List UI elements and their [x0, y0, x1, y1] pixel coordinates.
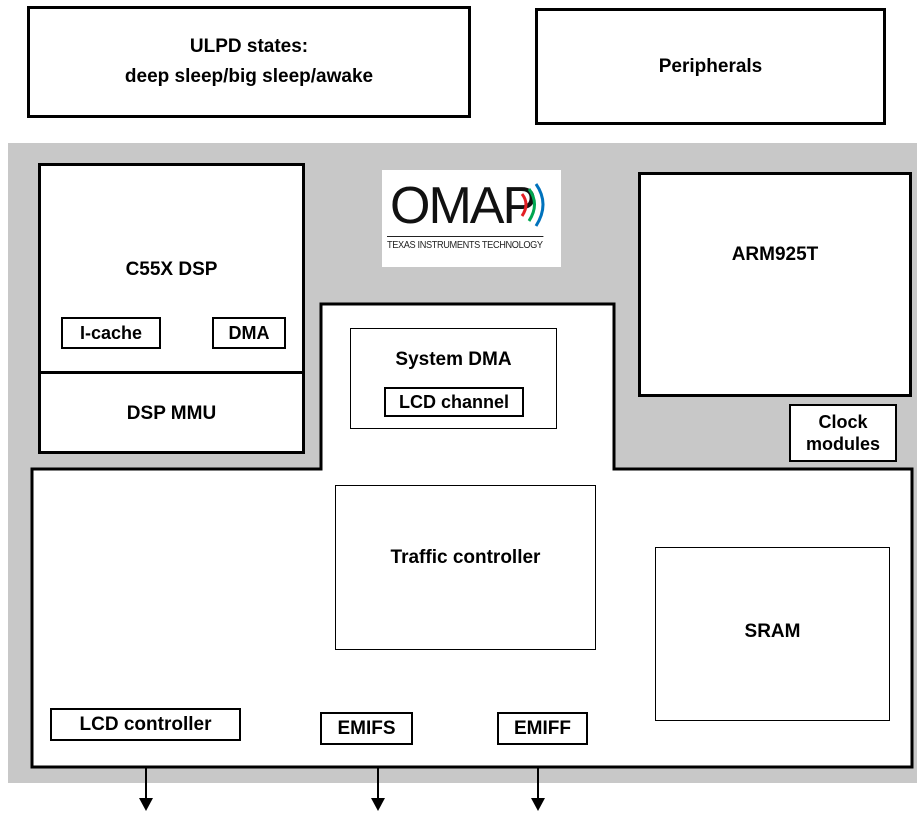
lcd-controller-arrow	[139, 767, 153, 811]
system-dma-title: System DMA	[395, 349, 512, 370]
sram-block: SRAM	[655, 547, 890, 721]
wireless-waves-icon	[520, 183, 545, 227]
peripherals-box: Peripherals	[535, 8, 886, 125]
icache-tag: I-cache	[61, 317, 161, 349]
ulpd-states-box: ULPD states: deep sleep/big sleep/awake	[27, 6, 471, 118]
clock-modules-box: Clock modules	[789, 404, 897, 462]
traffic-controller-label: Traffic controller	[390, 546, 541, 568]
emiff-arrow	[531, 767, 545, 811]
dsp-dma-tag: DMA	[212, 317, 286, 349]
c55x-dsp-block: C55X DSP I-cache DMA DSP MMU	[38, 163, 305, 454]
emiff-tag: EMIFF	[497, 712, 588, 745]
omap-tagline: TEXAS INSTRUMENTS TECHNOLOGY	[387, 236, 544, 251]
dsp-mmu-label: DSP MMU	[126, 403, 217, 424]
arm925t-block: ARM925T	[638, 172, 912, 397]
clock-label: Clock	[818, 412, 868, 432]
omap-logo: OMAP TEXAS INSTRUMENTS TECHNOLOGY	[382, 170, 561, 267]
emifs-tag: EMIFS	[320, 712, 413, 745]
peripherals-label: Peripherals	[658, 55, 763, 77]
system-dma-block: System DMA LCD channel	[350, 328, 557, 429]
emifs-arrow	[371, 767, 385, 811]
c55x-dsp-title: C55X DSP	[125, 259, 218, 280]
ulpd-states: deep sleep/big sleep/awake	[124, 66, 374, 87]
omap-brand: OMAP	[390, 177, 537, 235]
lcd-channel-tag: LCD channel	[384, 387, 524, 417]
lcd-controller-tag: LCD controller	[50, 708, 241, 741]
arm925t-label: ARM925T	[731, 243, 819, 265]
sram-label: SRAM	[744, 620, 801, 642]
modules-label: modules	[805, 434, 880, 454]
ulpd-title: ULPD states:	[189, 36, 309, 57]
dsp-mmu-divider	[41, 371, 302, 374]
traffic-controller-block: Traffic controller	[335, 485, 596, 650]
